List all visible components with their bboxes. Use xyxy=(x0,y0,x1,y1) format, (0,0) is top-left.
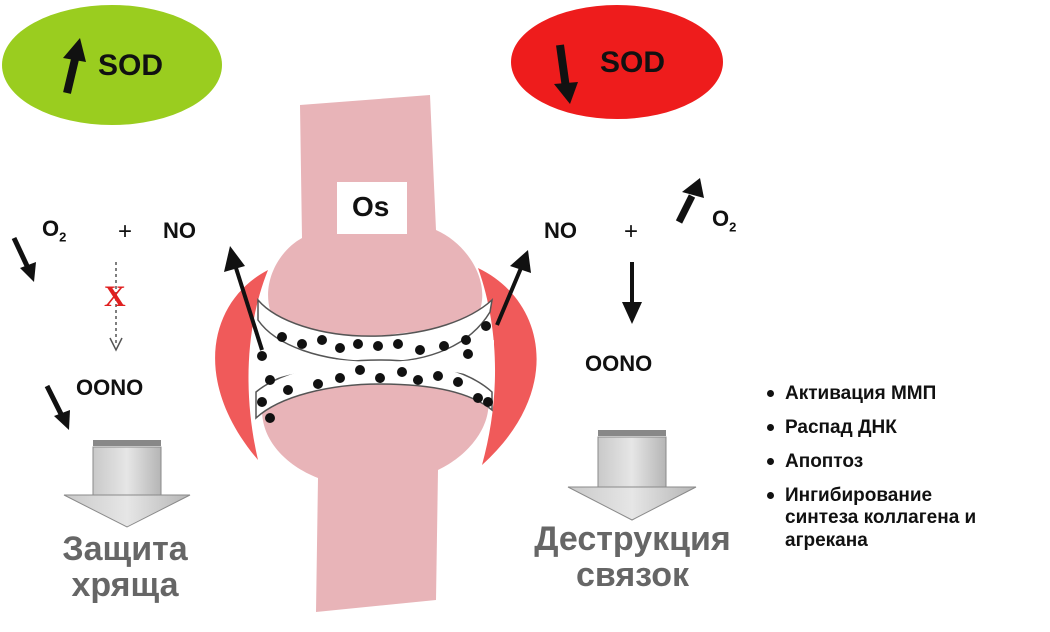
lower-bone xyxy=(262,370,489,612)
right-o2-label: O2 xyxy=(712,206,737,235)
right-oono-label: OONO xyxy=(585,351,653,376)
left-sod-ellipse xyxy=(2,5,222,125)
effect-item: Распад ДНК xyxy=(765,417,1045,439)
right-oono-down-arrow-icon xyxy=(622,262,642,324)
joint-space xyxy=(256,340,494,386)
left-o2-down-arrow-icon xyxy=(11,236,36,282)
left-o2-label: O2 xyxy=(42,216,67,245)
left-sod-label: SOD xyxy=(98,49,164,82)
left-oono-down-arrow-icon xyxy=(44,384,70,430)
os-label-box xyxy=(337,182,407,234)
left-no-label: NO xyxy=(163,218,196,243)
right-plus-sign: + xyxy=(624,218,639,245)
blocked-reaction-arrow-icon xyxy=(109,262,123,352)
right-no-label: NO xyxy=(544,218,577,243)
left-no-arrow-icon xyxy=(224,246,264,351)
left-capsule xyxy=(215,270,268,460)
effects-list: Активация ММП Распад ДНК Апоптоз Ингибир… xyxy=(765,383,1045,565)
synovial-particles xyxy=(257,321,493,423)
left-outcome-arrow-icon xyxy=(63,440,191,528)
right-no-arrow-icon xyxy=(495,250,531,326)
upper-cartilage xyxy=(257,297,494,363)
left-oono-label: OONO xyxy=(76,375,144,400)
right-sod-label: SOD xyxy=(600,46,666,79)
right-outcome-arrow-icon xyxy=(567,430,697,521)
bullet-icon xyxy=(767,491,774,499)
sod-up-arrow-icon xyxy=(63,38,86,94)
effect-item: Активация ММП xyxy=(765,383,1045,405)
bone-label: Os xyxy=(352,191,390,222)
effect-item: Апоптоз xyxy=(765,451,1045,473)
left-plus-sign: + xyxy=(118,218,133,245)
blocked-reaction-mark: X xyxy=(104,280,126,313)
right-capsule xyxy=(478,268,537,465)
effect-item: Ингибирование синтеза коллагена и агрека… xyxy=(765,485,1010,553)
bullet-icon xyxy=(767,390,774,397)
right-o2-up-arrow-icon xyxy=(675,178,704,224)
bullet-icon xyxy=(767,423,774,431)
bullet-icon xyxy=(767,457,774,465)
sod-down-arrow-icon xyxy=(554,44,578,104)
